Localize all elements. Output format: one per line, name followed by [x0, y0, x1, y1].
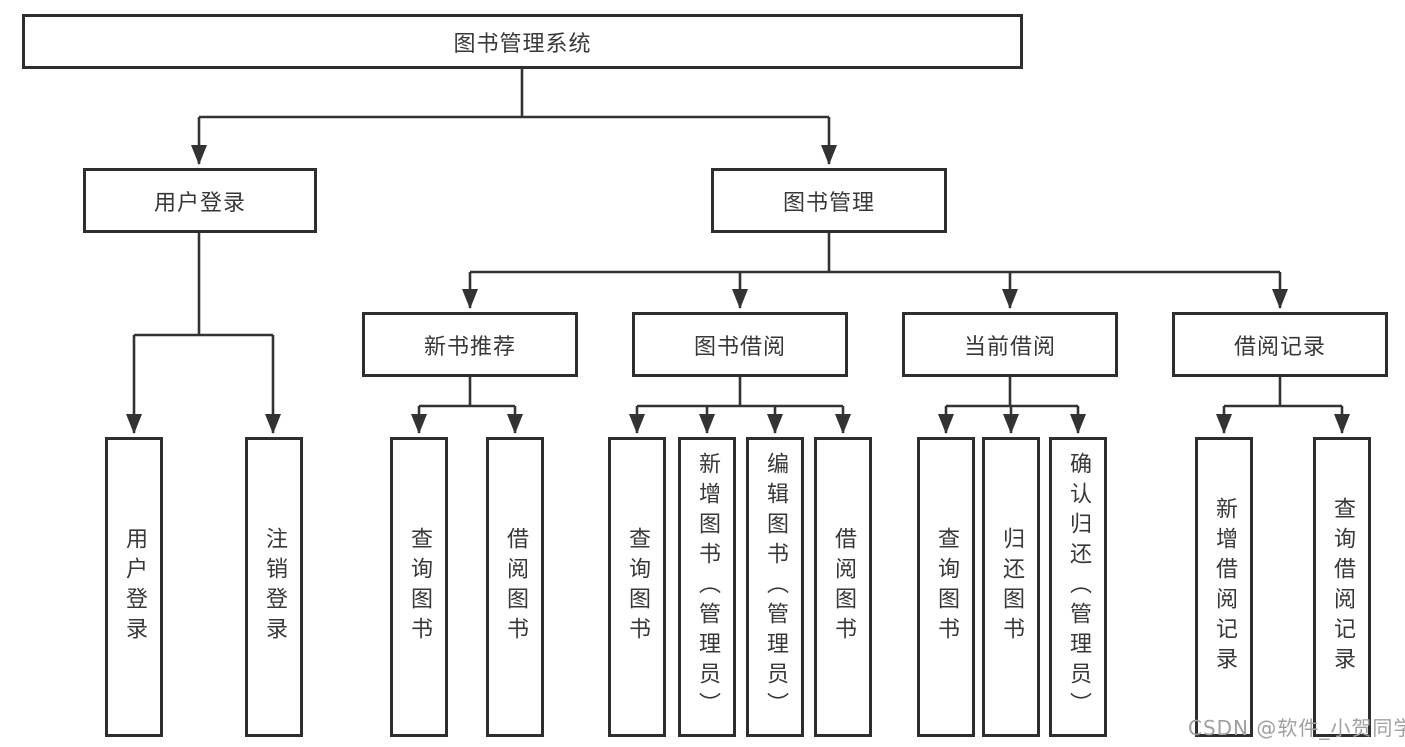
leaf-query-books-under-current-label: 查询图书 [934, 527, 959, 647]
connector-borrow-records-branch [1224, 377, 1342, 408]
leaf-add-books-admin-label: 新增图书（管理员） [695, 452, 720, 722]
node-user-login: 用户登录 [83, 168, 317, 233]
leaf-logout: 注销登录 [245, 437, 303, 737]
connector-book-borrow-branch [637, 377, 843, 408]
leaf-logout-label: 注销登录 [262, 527, 287, 647]
leaf-add-books-admin: 新增图书（管理员） [678, 437, 736, 737]
node-root: 图书管理系统 [22, 14, 1023, 69]
leaf-query-borrow-record-label: 查询借阅记录 [1330, 497, 1355, 677]
leaf-borrow-books-under-recommend-label: 借阅图书 [503, 527, 528, 647]
connector-current-borrow-branch [946, 377, 1078, 408]
leaf-query-books-under-recommend-label: 查询图书 [407, 527, 432, 647]
leaf-query-books-under-borrow-label: 查询图书 [625, 527, 650, 647]
node-book-borrow: 图书借阅 [632, 312, 848, 377]
connector-new-book-rec-branch [419, 377, 515, 408]
leaf-edit-books-admin: 编辑图书（管理员） [746, 437, 804, 737]
node-new-book-recommend-label: 新书推荐 [423, 334, 516, 360]
node-book-borrow-label: 图书借阅 [693, 334, 786, 360]
leaf-borrow-books-under-borrow-label: 借阅图书 [831, 527, 856, 647]
leaf-return-books-label: 归还图书 [999, 527, 1024, 647]
leaf-confirm-return-admin-label: 确认归还（管理员） [1066, 452, 1091, 722]
connector-user-login-branch [134, 233, 273, 337]
node-book-management-label: 图书管理 [782, 190, 875, 216]
leaf-user-login: 用户登录 [105, 437, 163, 737]
leaf-query-books-under-borrow: 查询图书 [608, 437, 666, 737]
leaf-query-books-under-current: 查询图书 [917, 437, 975, 737]
leaf-edit-books-admin-label: 编辑图书（管理员） [763, 452, 788, 722]
leaf-add-borrow-record-label: 新增借阅记录 [1212, 497, 1237, 677]
connector-book-mgmt-branch [470, 233, 1280, 274]
leaf-user-login-label: 用户登录 [122, 527, 147, 647]
node-borrow-records: 借阅记录 [1172, 312, 1388, 377]
leaf-borrow-books-under-recommend: 借阅图书 [486, 437, 544, 737]
node-new-book-recommend: 新书推荐 [362, 312, 578, 377]
node-current-borrow: 当前借阅 [902, 312, 1118, 377]
node-current-borrow-label: 当前借阅 [963, 334, 1056, 360]
leaf-confirm-return-admin: 确认归还（管理员） [1049, 437, 1107, 737]
leaf-add-borrow-record: 新增借阅记录 [1195, 437, 1253, 737]
connector-root-to-level2 [199, 69, 829, 119]
leaf-query-books-under-recommend: 查询图书 [390, 437, 448, 737]
node-root-label: 图书管理系统 [453, 31, 592, 57]
leaf-return-books: 归还图书 [982, 437, 1040, 737]
node-borrow-records-label: 借阅记录 [1233, 334, 1326, 360]
node-book-management: 图书管理 [711, 168, 947, 233]
leaf-query-borrow-record: 查询借阅记录 [1313, 437, 1371, 737]
leaf-borrow-books-under-borrow: 借阅图书 [814, 437, 872, 737]
node-user-login-label: 用户登录 [153, 190, 246, 216]
csdn-watermark: CSDN @软件_小贺同学 [1188, 716, 1405, 740]
